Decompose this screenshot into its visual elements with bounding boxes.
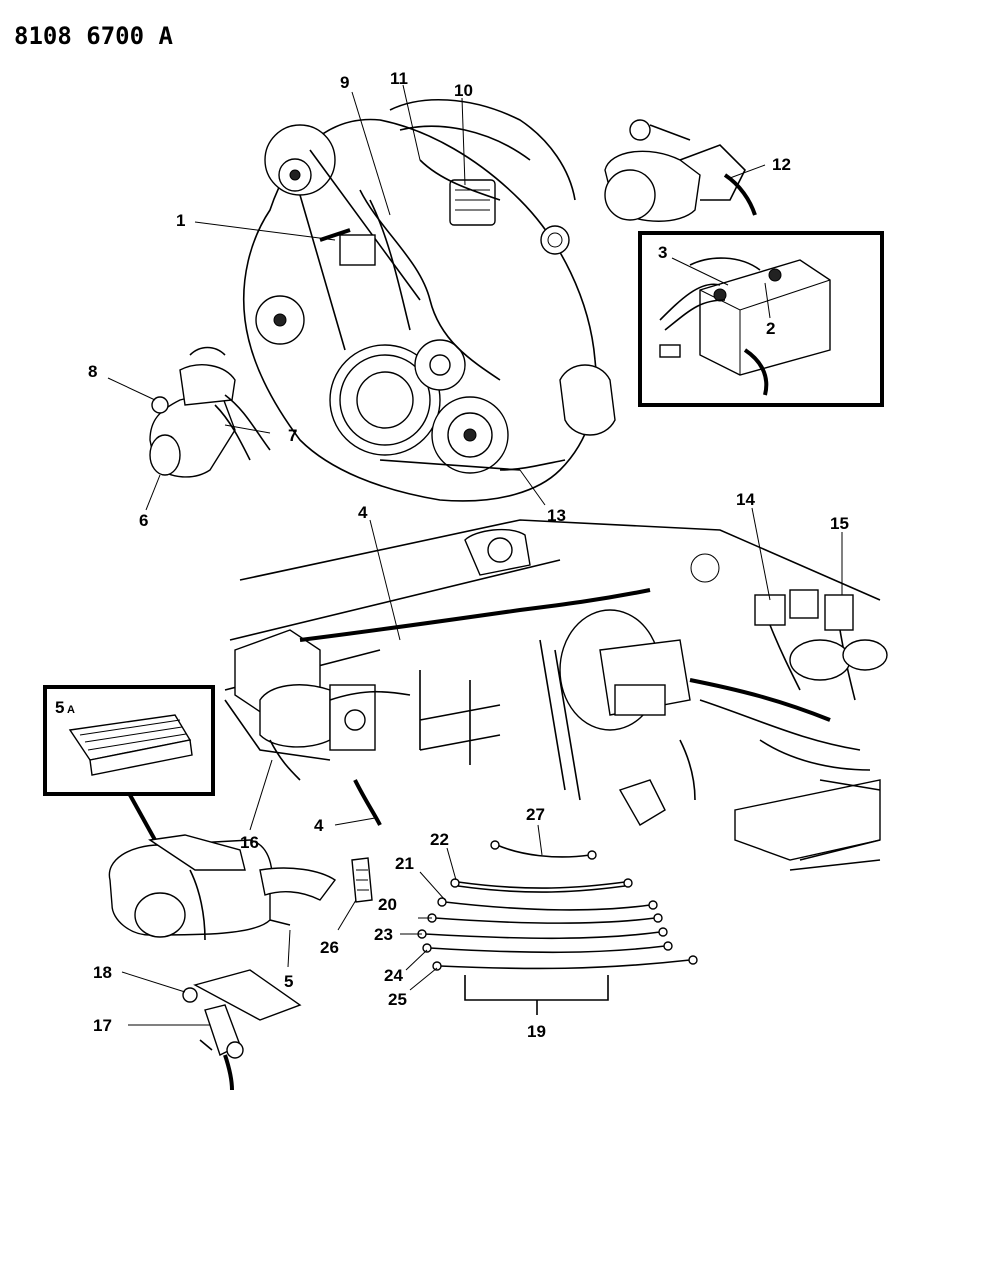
callout-11: 11	[390, 69, 408, 88]
callout-6: 6	[139, 511, 148, 530]
wire-set	[417, 840, 698, 1015]
callout-22: 22	[430, 830, 449, 849]
callout-13: 13	[547, 506, 566, 525]
leader-lines	[107, 84, 843, 1026]
callout-9: 9	[340, 73, 349, 92]
callout-4-bottom: 4	[314, 816, 324, 835]
callout-21: 21	[395, 854, 414, 873]
callout-4-top: 4	[358, 503, 368, 522]
callout-14: 14	[736, 490, 755, 509]
callout-16: 16	[240, 833, 259, 852]
engine-assembly	[242, 98, 616, 502]
callout-17: 17	[93, 1016, 112, 1035]
callout-1: 1	[176, 211, 185, 230]
callout-19: 19	[527, 1022, 546, 1041]
callout-5: 5	[284, 972, 293, 991]
engine-compartment	[224, 519, 888, 871]
callout-25: 25	[388, 990, 407, 1009]
callout-5a-number: 5	[55, 698, 64, 717]
callout-24: 24	[384, 966, 403, 985]
callout-2: 2	[766, 319, 775, 338]
diagram-reference-id: 8108 6700 A	[14, 22, 173, 50]
callout-23: 23	[374, 925, 393, 944]
callout-26: 26	[320, 938, 339, 957]
battery-inset	[638, 231, 884, 407]
connector-inset-5a	[43, 685, 215, 859]
callout-3: 3	[658, 243, 667, 262]
callout-12: 12	[772, 155, 791, 174]
callout-labels: 1 2 3 4 4 5 5 A 6 7 8 9 10 11 12 13 14 1…	[55, 69, 849, 1041]
sensor-assembly-12	[604, 119, 757, 222]
control-module-5	[108, 834, 337, 941]
starter-motor	[149, 346, 271, 478]
callout-10: 10	[454, 81, 473, 100]
callout-27: 27	[526, 805, 545, 824]
callout-5a-letter: A	[67, 704, 75, 716]
callout-18: 18	[93, 963, 112, 982]
callout-8: 8	[88, 362, 97, 381]
clip-26	[351, 857, 373, 903]
bracket-assembly-17	[182, 969, 302, 1091]
callout-20: 20	[378, 895, 397, 914]
callout-7: 7	[288, 426, 297, 445]
callout-15: 15	[830, 514, 849, 533]
